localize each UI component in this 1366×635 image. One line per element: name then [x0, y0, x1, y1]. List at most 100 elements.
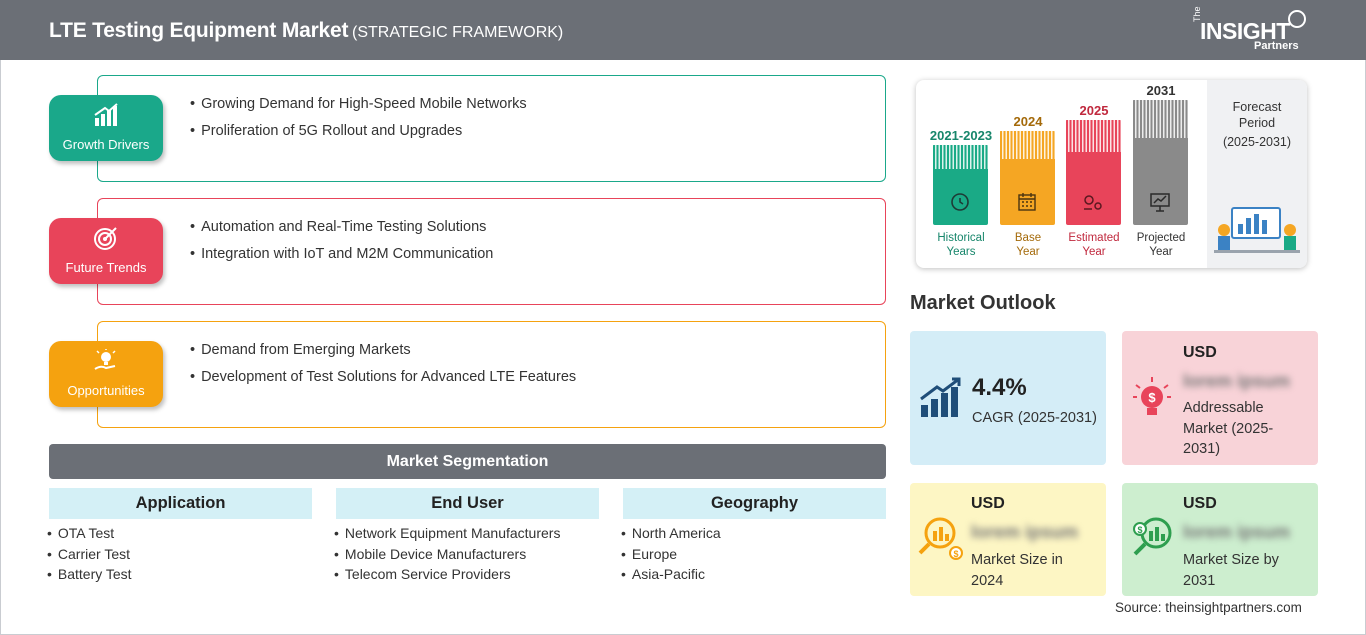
- cagr-card: 4.4% CAGR (2025-2031): [910, 331, 1106, 465]
- timeline-year-label: 2025: [1079, 103, 1109, 118]
- timeline-year-label: 2021-2023: [929, 128, 993, 143]
- addressable-market-card: USD lorem ipsum $ Addressable Market (20…: [1122, 331, 1318, 465]
- timeline-caption-line: Projected: [1136, 232, 1186, 244]
- magnifier-chart-icon: $: [1133, 517, 1172, 556]
- growth-drivers-list: Growing Demand for High-Speed Mobile Net…: [190, 96, 527, 150]
- growth-chart-icon: [94, 103, 118, 126]
- list-item: OTA Test: [47, 525, 132, 546]
- timeline-bar: [1066, 120, 1121, 225]
- timeline-caption-line: Estimated: [1068, 232, 1120, 244]
- list-item: Mobile Device Manufacturers: [334, 546, 560, 567]
- logo-partners: Partners: [1254, 40, 1299, 52]
- timeline-year-label: 2024: [1013, 114, 1043, 129]
- list-item: Carrier Test: [47, 546, 132, 567]
- timeline-caption-line: Year: [1149, 246, 1173, 258]
- timeline-caption-line: Year: [1016, 246, 1040, 258]
- opportunities-label: Opportunities: [67, 383, 145, 398]
- addressable-value-blurred: lorem ipsum: [1183, 371, 1291, 391]
- list-item: Growing Demand for High-Speed Mobile Net…: [190, 96, 527, 112]
- bar-stripes: [1000, 131, 1055, 159]
- list-item: North America: [621, 525, 721, 546]
- insight-partners-logo[interactable]: The INSIGHT Partners: [1192, 6, 1312, 54]
- timeline-caption-line: Years: [946, 246, 976, 258]
- analytics-illustration-icon: [1214, 207, 1300, 253]
- application-list: OTA Test Carrier Test Battery Test: [47, 525, 132, 587]
- size-2031-label-line: 2031: [1183, 572, 1216, 589]
- size-2031-label: Market Size by 2031: [1183, 550, 1279, 591]
- growth-bars-icon: [920, 377, 961, 417]
- target-icon: [94, 227, 117, 250]
- market-size-2024-card: USD lorem ipsum $ Market Size in 2024: [910, 483, 1106, 596]
- list-item: Europe: [621, 546, 721, 567]
- lightbulb-hand-icon: [94, 349, 116, 370]
- list-item: Network Equipment Manufacturers: [334, 525, 561, 546]
- addressable-label: Addressable Market (2025- 2031): [1183, 398, 1273, 460]
- cagr-label: CAGR (2025-2031): [972, 410, 1097, 426]
- logo-insight: INSIGHT: [1200, 18, 1290, 44]
- svg-text:$: $: [1148, 390, 1156, 405]
- addressable-label-line: 2031): [1183, 441, 1221, 457]
- size-2024-label-line: 2024: [971, 572, 1004, 589]
- forecast-line: Period: [1238, 116, 1276, 130]
- opportunities-list: Demand from Emerging Markets Development…: [190, 342, 576, 396]
- list-item: Battery Test: [47, 566, 132, 587]
- calendar-icon: [1018, 193, 1036, 211]
- timeline-caption-line: Year: [1082, 246, 1106, 258]
- bar-stripes: [1133, 100, 1188, 138]
- segment-application-heading: Application: [49, 488, 312, 519]
- timeline-caption-line: Historical: [937, 232, 985, 244]
- addressable-label-line: Market (2025-: [1183, 420, 1274, 437]
- timeline-bar: [1000, 131, 1055, 225]
- clock-icon: [951, 193, 969, 211]
- size-2024-value-blurred: lorem ipsum: [971, 522, 1079, 542]
- gears-icon: [1084, 195, 1102, 210]
- geography-list: North America Europe Asia-Pacific: [621, 525, 721, 587]
- size-2024-currency: USD: [971, 495, 1005, 512]
- future-trends-label: Future Trends: [65, 260, 147, 275]
- market-outlook-title: Market Outlook: [910, 292, 1056, 314]
- bar-stripes: [1066, 120, 1121, 152]
- list-item: Development of Test Solutions for Advanc…: [190, 369, 576, 385]
- source-text: Source: theinsightpartners.com: [1115, 600, 1302, 615]
- segment-end-user-heading: End User: [336, 488, 599, 519]
- bar-stripes: [933, 145, 988, 169]
- timeline-caption-line: Base: [1014, 232, 1042, 244]
- forecast-period-text: Forecast Period (2025-2031): [1212, 99, 1302, 150]
- logo-ring-icon: [1288, 10, 1306, 28]
- list-item: Proliferation of 5G Rollout and Upgrades: [190, 123, 527, 139]
- market-segmentation-header: Market Segmentation: [49, 444, 886, 479]
- page-subtitle: (STRATEGIC FRAMEWORK): [352, 24, 564, 41]
- opportunities-tag: Opportunities: [49, 341, 163, 407]
- addressable-label-line: Addressable: [1183, 400, 1264, 416]
- opportunities-box: Demand from Emerging Markets Development…: [97, 321, 886, 428]
- presentation-icon: [1150, 193, 1170, 212]
- svg-text:$: $: [1137, 525, 1142, 535]
- list-item: Asia-Pacific: [621, 566, 721, 587]
- timeline-bar: [933, 145, 988, 225]
- size-2031-label-line: Market Size by: [1183, 552, 1279, 568]
- dollar-bulb-icon: $: [1133, 377, 1171, 415]
- page-title: LTE Testing Equipment Market: [49, 19, 349, 42]
- future-trends-tag: Future Trends: [49, 218, 163, 284]
- end-user-list: Network Equipment Manufacturers Mobile D…: [334, 525, 561, 587]
- growth-drivers-tag: Growth Drivers: [49, 95, 163, 161]
- list-item: Automation and Real-Time Testing Solutio…: [190, 219, 493, 235]
- addressable-currency: USD: [1183, 344, 1217, 361]
- timeline-bar: [1133, 100, 1188, 225]
- segment-geography-heading: Geography: [623, 488, 886, 519]
- svg-text:$: $: [953, 549, 958, 559]
- future-trends-box: Automation and Real-Time Testing Solutio…: [97, 198, 886, 305]
- list-item: Integration with IoT and M2M Communicati…: [190, 246, 493, 262]
- forecast-line: Forecast: [1232, 100, 1282, 114]
- growth-drivers-box: Growing Demand for High-Speed Mobile Net…: [97, 75, 886, 182]
- size-2024-label: Market Size in 2024: [971, 550, 1063, 591]
- list-item: Demand from Emerging Markets: [190, 342, 576, 358]
- timeline-year-label: 2031: [1146, 83, 1176, 98]
- size-2031-value-blurred: lorem ipsum: [1183, 522, 1291, 542]
- list-item: Telecom Service Providers: [334, 566, 560, 587]
- size-2031-currency: USD: [1183, 495, 1217, 512]
